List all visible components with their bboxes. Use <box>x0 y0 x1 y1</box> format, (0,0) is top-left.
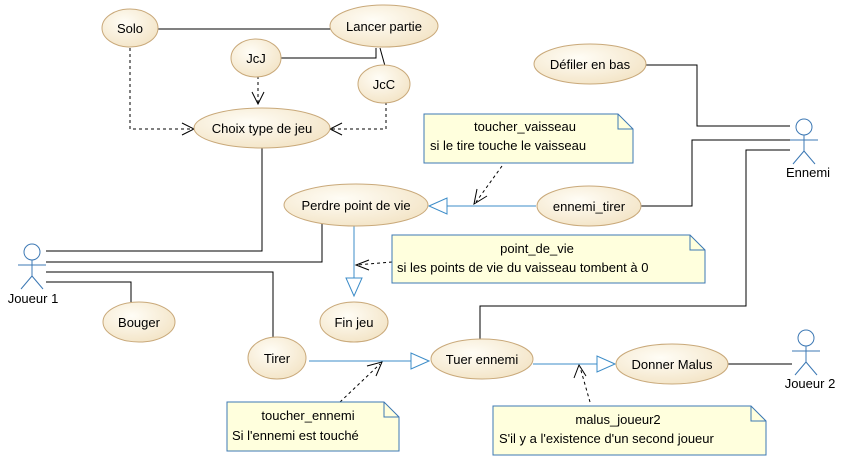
note-toucher-ennemi[interactable]: toucher_ennemi Si l'ennemi est touché <box>226 401 400 452</box>
assoc-joueur1-tirer <box>46 271 274 342</box>
assoc-joueur1-bouger <box>46 281 132 302</box>
use-case-label: JcC <box>373 77 395 92</box>
note-point-de-vie[interactable]: point_de_vie si les points de vie du vai… <box>391 234 706 284</box>
assoc-lancer-jcc <box>379 47 386 67</box>
assoc-joueur1-perdre <box>46 222 323 263</box>
actor-label: Joueur 1 <box>8 291 59 306</box>
use-case-ennemi-tirer[interactable]: ennemi_tirer <box>536 185 642 227</box>
associations <box>46 28 792 365</box>
dependencies <box>129 48 591 403</box>
use-case-donner-malus[interactable]: Donner Malus <box>615 343 729 385</box>
assoc-joueur1-choix <box>46 146 263 252</box>
use-case-choix-type-de-jeu[interactable]: Choix type de jeu <box>193 107 331 149</box>
actor-label: Ennemi <box>786 165 830 180</box>
note-title: point_de_vie <box>500 241 574 256</box>
use-case-label: Donner Malus <box>632 357 713 372</box>
assoc-defiler-ennemi <box>646 64 790 127</box>
actor-ennemi[interactable]: Ennemi <box>786 118 830 180</box>
assoc-ennemi-tirer-ennemi <box>640 139 790 207</box>
assoc-jcj-lancer <box>280 48 377 59</box>
use-case-label: Perdre point de vie <box>301 198 410 213</box>
dep-solo-choix <box>129 48 194 130</box>
stick-figure-icon <box>18 243 46 290</box>
note-title: toucher_vaisseau <box>474 119 576 134</box>
note-title: malus_joueur2 <box>575 412 660 427</box>
stick-figure-icon <box>792 329 820 376</box>
use-case-solo[interactable]: Solo <box>101 8 159 48</box>
use-case-tirer[interactable]: Tirer <box>247 336 307 380</box>
use-case-bouger[interactable]: Bouger <box>102 301 176 343</box>
use-case-label: Tuer ennemi <box>446 352 519 367</box>
assoc-tuer-ennemi <box>479 149 790 340</box>
note-body: si le tire touche le vaisseau <box>430 138 586 153</box>
use-case-lancer-partie[interactable]: Lancer partie <box>329 4 439 48</box>
dep-note-malus <box>579 366 591 403</box>
dep-note-toucher-ennemi <box>339 363 381 403</box>
actor-label: Joueur 2 <box>785 376 836 391</box>
note-title: toucher_ennemi <box>261 408 354 423</box>
use-case-label: Lancer partie <box>346 19 422 34</box>
use-case-label: Défiler en bas <box>550 57 631 72</box>
note-toucher-vaisseau[interactable]: toucher_vaisseau si le tire touche le va… <box>423 113 634 164</box>
dep-jcc-choix <box>330 102 387 130</box>
note-malus-joueur2[interactable]: malus_joueur2 S'il y a l'existence d'un … <box>492 405 767 456</box>
generalizations <box>309 197 617 373</box>
use-case-label: JcJ <box>246 51 266 66</box>
use-case-jcj[interactable]: JcJ <box>230 38 282 78</box>
use-case-perdre-point-de-vie[interactable]: Perdre point de vie <box>283 183 429 227</box>
use-case-label: Fin jeu <box>334 315 373 330</box>
use-case-label: Bouger <box>118 315 161 330</box>
note-body: S'il y a l'existence d'un second joueur <box>499 431 715 446</box>
note-body: si les points de vie du vaisseau tombent… <box>397 260 648 275</box>
use-case-fin-jeu[interactable]: Fin jeu <box>319 301 389 343</box>
stick-figure-icon <box>790 118 818 165</box>
use-case-label: Tirer <box>264 351 291 366</box>
use-case-label: Solo <box>117 21 143 36</box>
actor-joueur2[interactable]: Joueur 2 <box>785 329 836 391</box>
actor-joueur1[interactable]: Joueur 1 <box>8 243 59 306</box>
use-case-defiler-en-bas[interactable]: Défiler en bas <box>533 43 647 85</box>
use-case-label: ennemi_tirer <box>553 199 626 214</box>
note-body: Si l'ennemi est touché <box>232 428 359 443</box>
use-case-tuer-ennemi[interactable]: Tuer ennemi <box>430 338 534 380</box>
use-case-label: Choix type de jeu <box>212 121 312 136</box>
use-case-jcc[interactable]: JcC <box>357 64 411 104</box>
dep-note-vaisseau <box>475 165 503 203</box>
